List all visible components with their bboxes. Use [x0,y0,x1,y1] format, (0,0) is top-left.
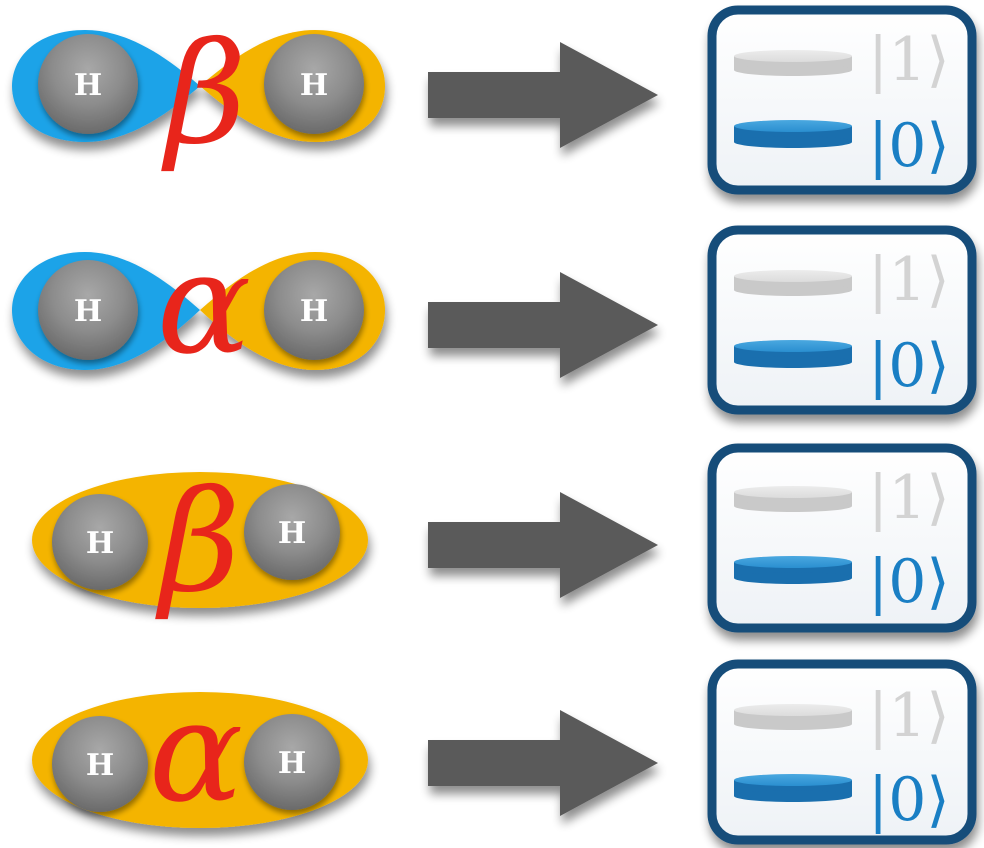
hydrogen-atom-left: H [52,494,148,590]
hydrogen-atom-left: H [38,260,138,360]
hydrogen-atom-left: H [38,34,138,134]
hydrogen-atom-right: H [244,484,340,580]
qubit-box: |1⟩ |0⟩ [707,5,977,195]
arrow [428,42,658,148]
arrow [428,710,658,816]
ket-one-label: |1⟩ [868,25,950,95]
spin-symbol-beta: β [161,13,247,176]
arrow [428,272,658,378]
arrow-shape [428,42,658,148]
atom-label: H [278,746,306,781]
qubit-box: |1⟩ |0⟩ [707,659,977,845]
ket-zero-label: |0⟩ [868,765,950,835]
hydrogen-atom-right: H [264,260,364,360]
ket-one-label: |1⟩ [868,245,950,315]
arrow-shape [428,272,658,378]
atom-sphere [38,260,138,360]
row-4: H H α |1⟩ |0⟩ [32,659,977,845]
atom-label: H [300,294,328,329]
atom-sphere [264,260,364,360]
excited-level [734,704,852,730]
atom-sphere [38,34,138,134]
excited-level [734,486,852,512]
ket-one-label: |1⟩ [868,463,950,533]
hydrogen-atom-right: H [244,714,340,810]
arrow-shape [428,492,658,598]
atom-label: H [74,294,102,329]
atom-label: H [300,68,328,103]
atom-label: H [86,526,114,561]
atom-sphere [244,484,340,580]
qubit-box: |1⟩ |0⟩ [707,443,977,633]
hydrogen-atom-right: H [264,34,364,134]
atom-sphere [264,34,364,134]
ket-zero-label: |0⟩ [868,547,950,617]
ground-level [734,120,852,148]
row-3: H H β |1⟩ |0⟩ [32,443,977,633]
atom-label: H [86,748,114,783]
spin-symbol-alpha: α [157,223,252,386]
excited-level [734,270,852,296]
ground-level [734,774,852,802]
spin-symbol-beta: β [155,461,241,624]
ground-level [734,556,852,584]
hydrogen-atom-left: H [52,716,148,812]
atom-sphere [52,494,148,590]
ket-zero-label: |0⟩ [868,331,950,401]
atom-label: H [278,516,306,551]
excited-level [734,50,852,76]
ground-level [734,340,852,368]
atom-label: H [74,68,102,103]
row-2: H H α |1⟩ |0⟩ [12,223,977,415]
qubit-box: |1⟩ |0⟩ [707,225,977,415]
spin-symbol-alpha: α [149,671,244,834]
atom-sphere [244,714,340,810]
row-1: H H β |1⟩ |0⟩ [12,5,977,195]
ket-zero-label: |0⟩ [868,111,950,181]
arrow-shape [428,710,658,816]
arrow [428,492,658,598]
ket-one-label: |1⟩ [868,681,950,751]
atom-sphere [52,716,148,812]
